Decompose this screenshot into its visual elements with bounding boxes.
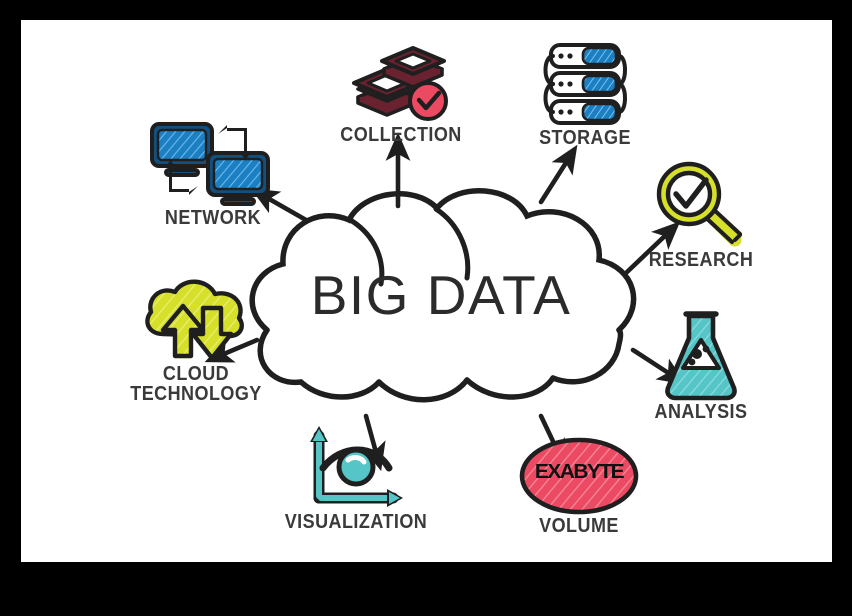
label-research: RESEARCH — [648, 249, 754, 271]
server-rack-icon — [543, 43, 627, 125]
node-analysis[interactable]: ANALYSIS — [621, 310, 781, 430]
magnifier-check-icon — [656, 161, 742, 247]
volume-badge-text: EXABYTE — [534, 460, 625, 483]
node-network[interactable]: NETWORK — [133, 120, 293, 236]
eye-chart-axes-icon — [310, 426, 403, 507]
label-volume: VOLUME — [539, 515, 619, 537]
two-monitors-arrows-icon — [150, 122, 270, 206]
node-visualization[interactable]: VISUALIZATION — [261, 420, 451, 542]
center-cloud-node: BIG DATA — [231, 180, 651, 410]
label-collection: COLLECTION — [340, 124, 462, 146]
node-volume[interactable]: EXABYTE VOLUME — [499, 428, 659, 546]
cloud-shape — [249, 188, 637, 403]
cloud-upload-download-icon — [145, 279, 244, 361]
volume-badge-text-wrap: EXABYTE — [499, 428, 659, 516]
node-storage[interactable]: STORAGE — [511, 40, 659, 156]
stacked-layers-check-icon — [352, 46, 448, 121]
label-cloud-technology-line2: TECHNOLOGY — [130, 383, 262, 406]
infographic-canvas: BIG DATA — [21, 20, 832, 562]
label-analysis: ANALYSIS — [654, 401, 748, 423]
node-collection[interactable]: COLLECTION — [326, 45, 476, 155]
exabyte-ellipse-icon — [519, 437, 639, 515]
flask-icon — [665, 311, 737, 401]
label-cloud-technology-line1: CLOUD — [162, 363, 230, 385]
label-cloud-technology: CLOUD TECHNOLOGY — [115, 364, 277, 405]
label-storage: STORAGE — [539, 127, 631, 149]
label-visualization: VISUALIZATION — [284, 511, 428, 533]
label-network: NETWORK — [164, 207, 262, 229]
node-research[interactable]: RESEARCH — [621, 158, 781, 278]
node-cloud-technology[interactable]: CLOUD TECHNOLOGY — [106, 278, 286, 418]
